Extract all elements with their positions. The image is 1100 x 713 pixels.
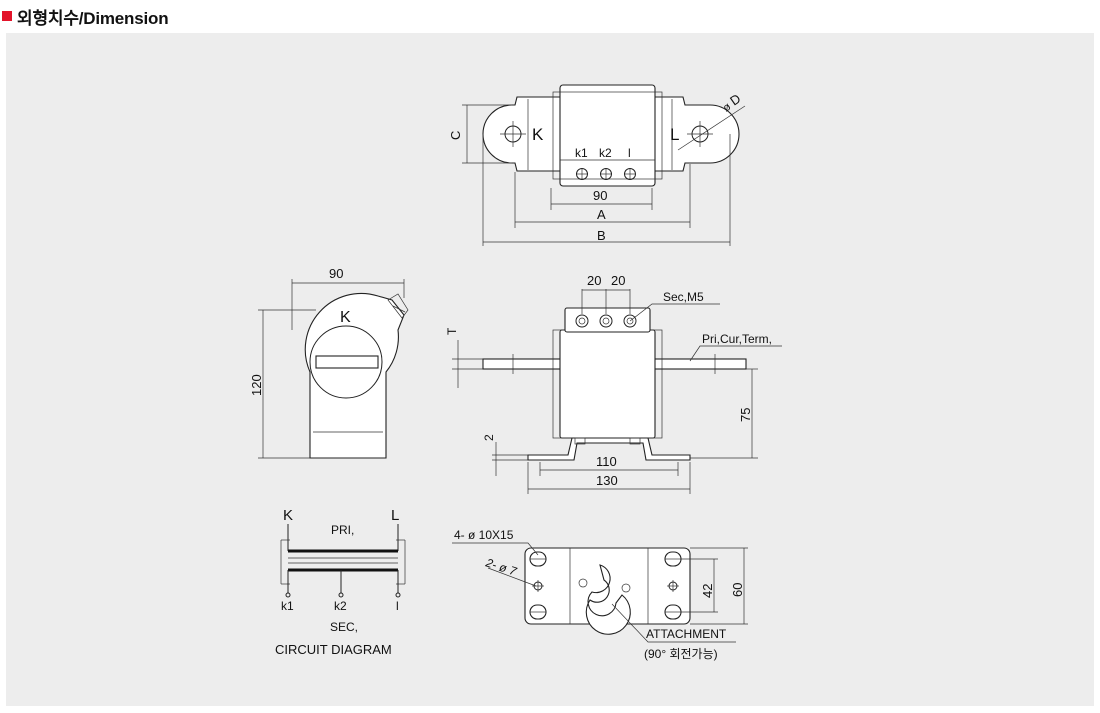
front-pitch-20-right: 20 [611, 273, 625, 288]
top-sec-terminal-k2: k2 [599, 146, 612, 160]
top-view: K L k1 k2 l 90 A B C ø D [448, 84, 746, 246]
top-dim-C: C [448, 131, 463, 140]
bottom-dim-60: 60 [730, 583, 745, 597]
side-dim-90: 90 [329, 266, 343, 281]
top-left-terminal-label: K [532, 125, 544, 144]
circuit-terminal-l: l [396, 599, 399, 613]
bottom-hole-label: 4- ø 10X15 [454, 528, 514, 542]
circuit-pri-label: PRI, [331, 523, 354, 537]
top-sec-terminal-k1: k1 [575, 146, 588, 160]
section-title: 외형치수/Dimension [17, 8, 169, 28]
circuit-sec-label: SEC, [330, 620, 358, 634]
top-dim-A: A [597, 207, 606, 222]
front-dim-T: T [445, 327, 459, 335]
bottom-attachment-label: ATTACHMENT [646, 627, 727, 641]
front-nuts [575, 314, 637, 328]
top-sec-terminal-l: l [628, 146, 631, 160]
circuit-terminal-k1: k1 [281, 599, 294, 613]
bottom-dim-42: 42 [700, 584, 715, 598]
bottom-small-hole-label: 2- ø 7 [483, 555, 519, 579]
circuit-l-label: L [391, 507, 399, 524]
circuit-k-label: K [283, 507, 293, 524]
top-dim-B: B [597, 228, 606, 243]
front-dim-130: 130 [596, 473, 618, 488]
circuit-caption: CIRCUIT DIAGRAM [275, 642, 392, 657]
front-dim-2: 2 [482, 434, 496, 441]
front-sec-label: Sec,M5 [663, 290, 704, 304]
bottom-view: 4- ø 10X15 2- ø 7 ATTACHMENT (90° 회전가능) … [452, 528, 748, 661]
top-dim-90: 90 [593, 188, 607, 203]
front-view: 20 20 Sec,M5 Pri,Cur,Term, T 75 2 110 13… [445, 273, 782, 494]
side-view: 90 120 K [249, 266, 409, 459]
front-pri-label: Pri,Cur,Term, [702, 332, 772, 346]
bottom-attachment-note: (90° 회전가능) [644, 647, 718, 661]
red-square-icon [2, 11, 12, 21]
top-screws [576, 168, 636, 180]
front-dim-110: 110 [596, 454, 617, 469]
section-header: 외형치수/Dimension [2, 2, 169, 30]
front-pitch-20-left: 20 [587, 273, 601, 288]
front-dim-75: 75 [738, 408, 753, 422]
side-terminal-label: K [340, 309, 351, 326]
circuit-diagram: K L PRI, k1 k2 l SEC, CIRCUIT DIAGRAM [275, 507, 406, 657]
side-dim-120: 120 [249, 374, 264, 396]
top-right-terminal-label: L [670, 125, 679, 144]
circuit-terminal-k2: k2 [334, 599, 347, 613]
